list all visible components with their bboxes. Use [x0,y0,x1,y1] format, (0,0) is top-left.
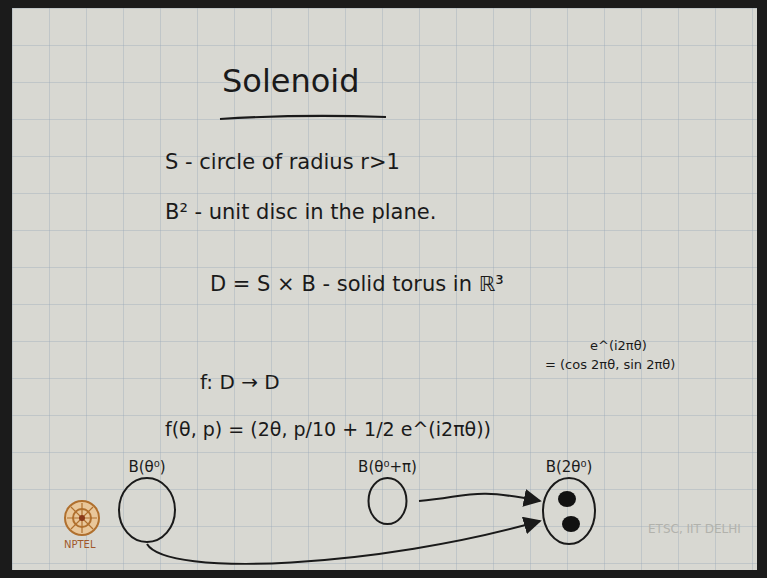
logo-text: NPTEL [64,539,96,551]
paper-sheet [12,8,757,570]
disc-node: B(2θ⁰) [540,458,598,546]
watermark: ETSC, IIT DELHI [648,522,741,536]
formula-note: = (cos 2πθ, sin 2πθ) [545,357,675,373]
formula-note: e^(i2πθ) [590,338,647,354]
definition-text: B² - unit disc in the plane. [165,200,436,225]
disc-node: B(θ⁰) [116,458,178,544]
disc-node: B(θ⁰+π) [356,458,419,526]
title-heading: Solenoid [222,62,360,100]
disc-outline [540,476,598,546]
definition-text: D = S × B - solid torus in ℝ³ [210,272,504,297]
map-text: f: D → D [200,370,280,394]
disc-outline [356,476,419,526]
title-underline [220,116,386,119]
disc-label: B(θ⁰+π) [356,458,419,476]
grid-lines [12,8,757,570]
map-arrow [419,494,540,501]
map-arrow [147,521,540,564]
map-formula: f(θ, p) = (2θ, p/10 + 1/2 e^(i2πθ)) [165,418,491,441]
definition-text: S - circle of radius r>1 [165,150,400,175]
disc-label: B(θ⁰) [116,458,178,476]
disc-label: B(2θ⁰) [540,458,598,476]
disc-outline [116,476,178,544]
nptel-logo [65,501,99,535]
